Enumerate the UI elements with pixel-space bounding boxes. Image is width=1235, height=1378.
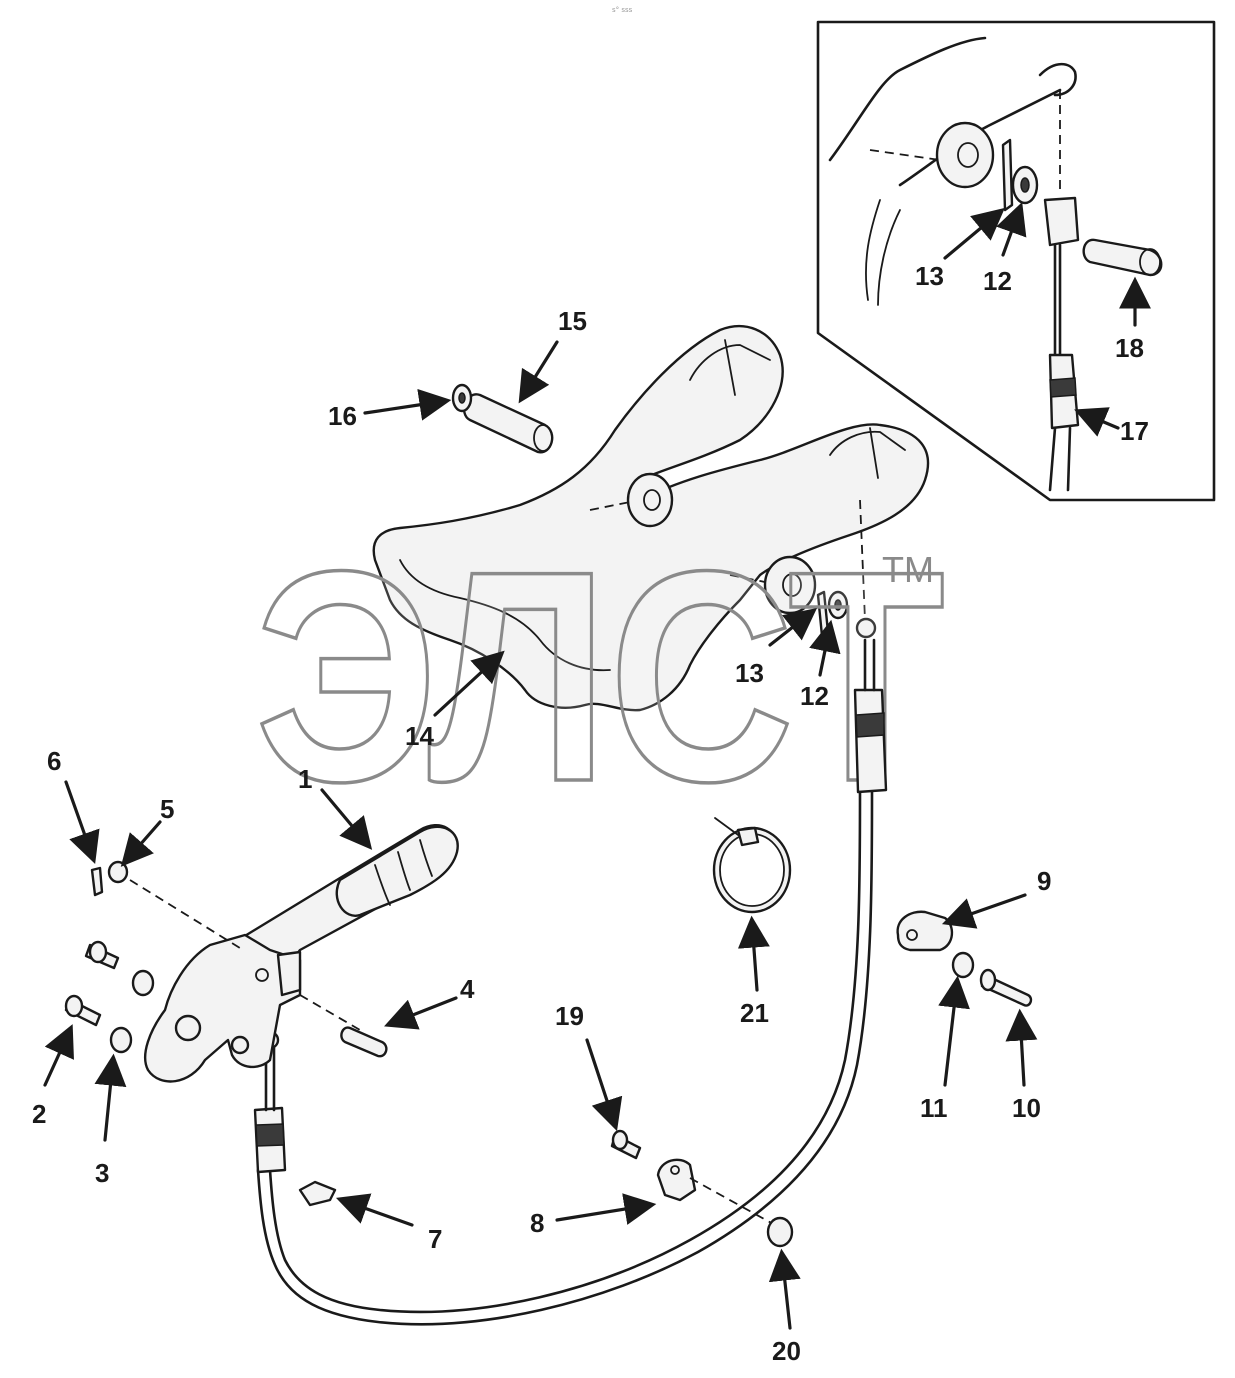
arrow-5: [120, 820, 162, 867]
arrow-8: [555, 1193, 657, 1225]
arrow-12: [809, 619, 841, 677]
arrow-16: [363, 388, 452, 421]
callout-1: 1: [298, 764, 312, 794]
callout-8: 8: [530, 1208, 544, 1238]
pin-6: [90, 866, 104, 897]
plate-boss-upper: [626, 472, 674, 528]
pin-4: [340, 1026, 388, 1058]
hardware: [64, 817, 1033, 1248]
watermark: ЭЛСТ TM: [253, 506, 947, 846]
inset-axis: [869, 149, 941, 161]
arrow-13: [768, 608, 818, 647]
callout-19: 19: [555, 1001, 584, 1031]
callout-11: 11: [920, 1093, 948, 1123]
callout-14: 14: [405, 721, 434, 751]
arrow-4: [384, 996, 458, 1030]
inset-clevis: [1043, 196, 1080, 247]
callout-15: 15: [558, 306, 587, 336]
arrow-19: [585, 1038, 623, 1132]
callout-21: 21: [740, 998, 769, 1028]
callout-13: 13: [735, 658, 764, 688]
arrow-1: [320, 788, 373, 850]
callout-13-inset: 13: [915, 261, 944, 291]
callout-18: 18: [1115, 333, 1144, 363]
arrow-7: [335, 1193, 414, 1227]
arrow-2: [43, 1024, 74, 1087]
callout-16: 16: [328, 401, 357, 431]
callout-9: 9: [1037, 866, 1051, 896]
callout-5: 5: [160, 794, 174, 824]
callout-3: 3: [95, 1158, 109, 1188]
callout-12-inset: 12: [983, 266, 1012, 296]
lever-grip: [335, 825, 459, 917]
washer-11: [951, 951, 975, 979]
arrow-10: [1005, 1008, 1038, 1087]
callout-6: 6: [47, 746, 61, 776]
bracket-8: [656, 1158, 697, 1202]
arrow-12-inset: [996, 201, 1027, 257]
clip-7: [298, 1180, 337, 1207]
arrow-3: [94, 1053, 127, 1142]
arrow-9: [941, 893, 1027, 929]
hand-lever-1: [129, 824, 459, 1083]
inset-lever-edge-mid: [898, 88, 1062, 187]
arrow-21: [737, 915, 770, 992]
inset-boss: [935, 121, 995, 189]
callout-labels: 1 2 3 4 5 6 7 8 9 10 11 12 12 13 13 14 1…: [32, 261, 1149, 1366]
callout-20: 20: [772, 1336, 801, 1366]
callout-10: 10: [1012, 1093, 1041, 1123]
watermark-tm: TM: [882, 549, 934, 590]
inset-lever-tip: [1038, 62, 1077, 97]
inset-clip-13: [1001, 138, 1014, 212]
pivot-plate-14: [372, 325, 930, 712]
inset-lever-lower2: [877, 209, 901, 306]
callout-17: 17: [1120, 416, 1149, 446]
arrow-11: [938, 975, 970, 1087]
inset-lever-edge-top: [828, 36, 987, 162]
arrow-17: [1074, 407, 1120, 437]
washer-5: [107, 860, 129, 884]
nut-20: [766, 1216, 794, 1248]
arrow-6: [64, 780, 100, 865]
callout-12: 12: [800, 681, 829, 711]
inset-pin-18: [1082, 238, 1163, 277]
arrow-15: [518, 340, 559, 404]
callout-2: 2: [32, 1099, 46, 1129]
inset-frame: [816, 20, 1216, 502]
nut-3: [109, 1026, 133, 1054]
leader-arrows: [43, 201, 1151, 1330]
header-code: s° sss: [612, 6, 633, 14]
clamp-9: [896, 910, 954, 952]
inset-detail: [816, 20, 1216, 502]
arrow-20: [768, 1248, 801, 1330]
pin-15-group: [451, 383, 554, 454]
lever-base: [143, 933, 302, 1083]
callout-7: 7: [428, 1224, 442, 1254]
arrow-13-inset: [943, 207, 1005, 260]
cable-fitting-upper: [853, 688, 888, 794]
callout-4: 4: [460, 974, 475, 1004]
inset-lever-lower: [865, 199, 881, 301]
nut-upper: [131, 969, 155, 997]
watermark-text: ЭЛСТ: [255, 508, 945, 844]
pin-15: [463, 393, 554, 454]
arrow-14: [433, 650, 505, 717]
brake-cable: [253, 638, 888, 1326]
